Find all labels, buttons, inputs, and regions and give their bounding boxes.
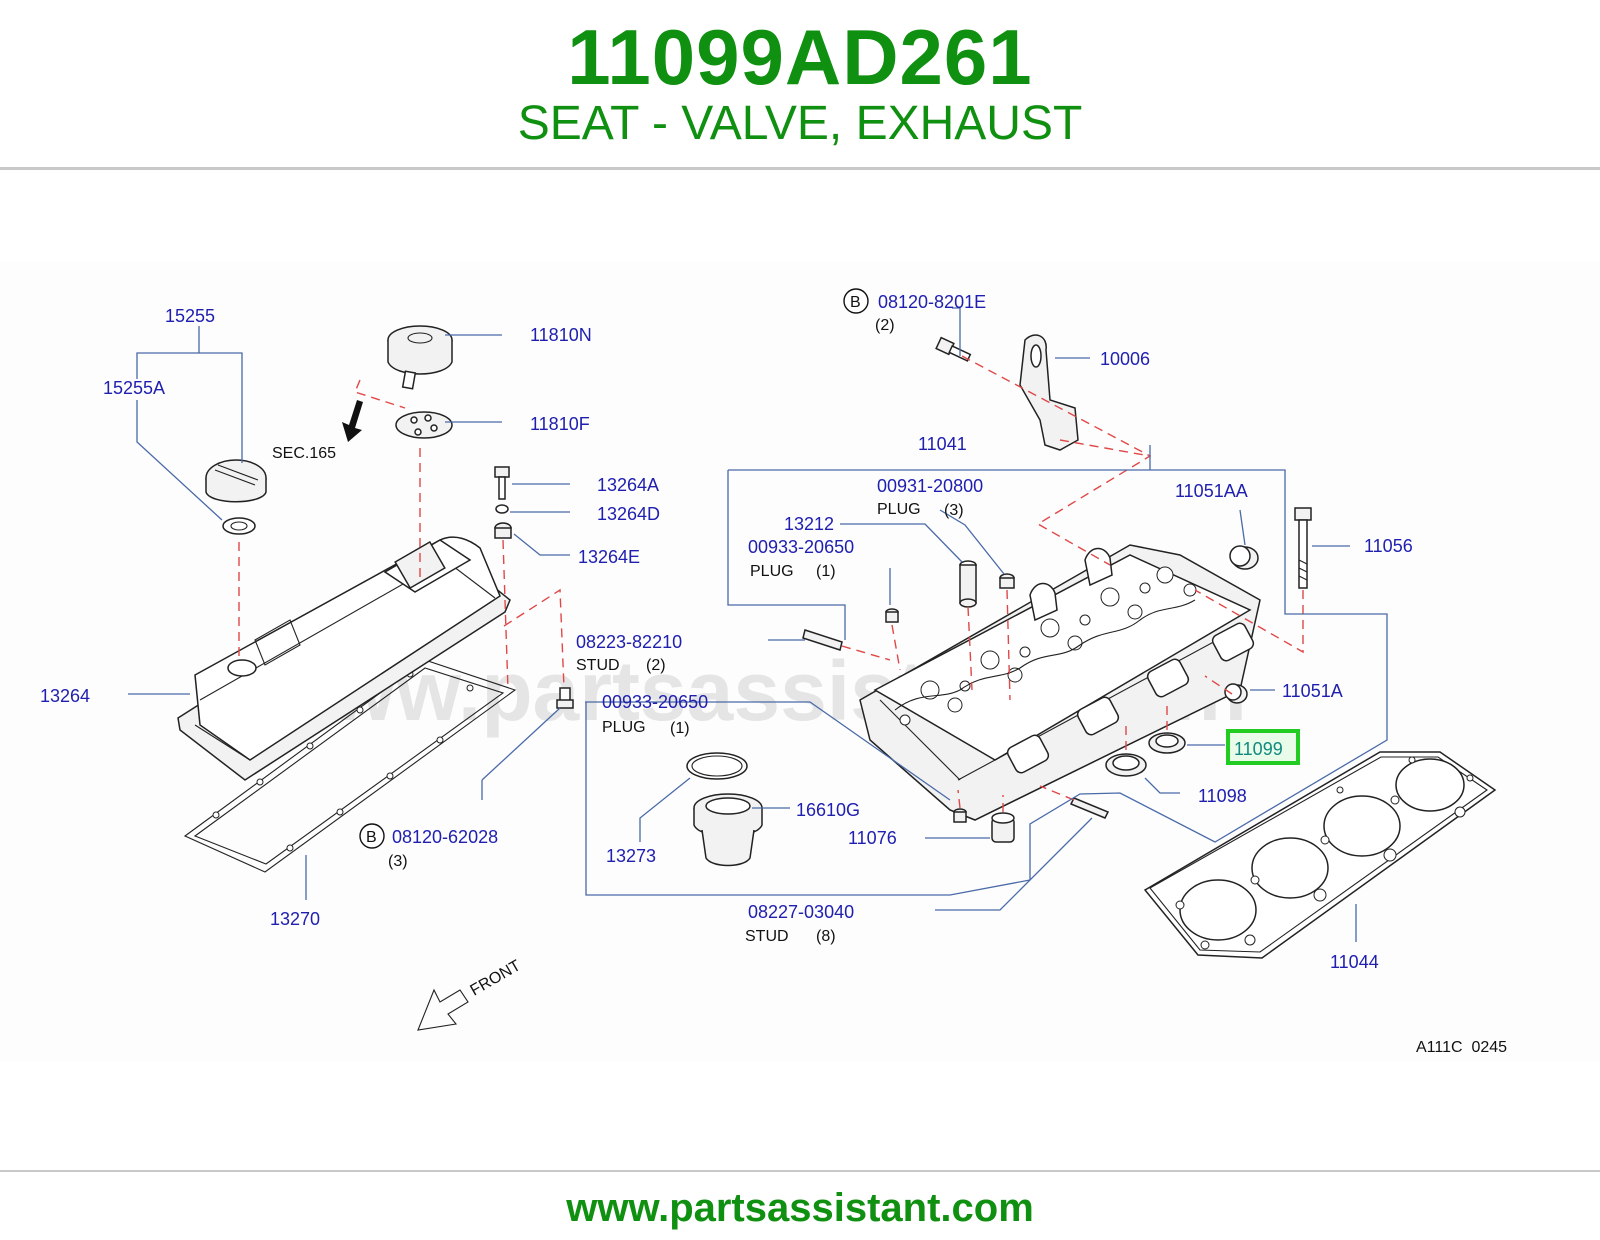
assembly-line: [502, 539, 509, 691]
assembly-line: [1006, 589, 1011, 701]
callout-08223-82210-qty: (2): [646, 657, 666, 674]
callout-13264D[interactable]: 13264D: [597, 504, 660, 524]
exhaust-ports: [1006, 622, 1255, 774]
intake-valve-seat[interactable]: [1105, 753, 1147, 777]
leader-lines: [128, 307, 1388, 942]
expansion-plug-small[interactable]: [1224, 683, 1248, 704]
expansion-plug-large[interactable]: [1229, 545, 1259, 570]
section-ref[interactable]: SEC.165: [272, 445, 336, 462]
front-direction-arrow-icon: [417, 988, 469, 1031]
assembly-line: [891, 624, 901, 671]
callout-08120-8201E-qty: (2): [875, 317, 895, 334]
highlight-box-11099: [1226, 729, 1300, 765]
callout-13273[interactable]: 13273: [606, 846, 656, 866]
rocker-cover[interactable]: [177, 536, 511, 781]
assembly-line: [503, 588, 565, 689]
rocker-cover-gasket[interactable]: [183, 659, 517, 873]
footer-divider: [0, 1170, 1600, 1172]
callout-08227-03040-name: STUD: [745, 928, 789, 945]
callout-16610G[interactable]: 16610G: [796, 800, 860, 820]
cover-stud[interactable]: [556, 687, 574, 709]
callout-11076[interactable]: 11076: [848, 828, 897, 848]
diagram-code: A111C 0245: [1416, 1039, 1507, 1056]
callout-00933-20650-bottom-qty: (1): [670, 720, 690, 737]
head-plug-large[interactable]: [999, 573, 1015, 589]
assembly-line: [1059, 439, 1151, 457]
assembly-line: [1194, 589, 1304, 654]
head-plug-small-bottom[interactable]: [953, 808, 967, 823]
callout-00933-20650-top-qty: (1): [816, 563, 836, 580]
header-divider: [0, 167, 1600, 170]
part-description: SEAT - VALVE, EXHAUST: [517, 97, 1083, 150]
callout-11051AA[interactable]: 11051AA: [1175, 481, 1248, 501]
callout-00931-20800[interactable]: 00931-20800: [877, 476, 983, 496]
callout-11044[interactable]: 11044: [1330, 952, 1379, 972]
exhaust-valve-seat[interactable]: [1148, 732, 1186, 754]
callout-00933-20650-top-name: PLUG: [750, 563, 794, 580]
head-bolt[interactable]: [1294, 507, 1312, 589]
filler-cap-gasket[interactable]: [222, 517, 256, 535]
footer-website-link[interactable]: www.partsassistant.com: [566, 1186, 1034, 1230]
cylinder-head-gasket[interactable]: [1143, 751, 1497, 959]
callout-15255[interactable]: 15255: [165, 306, 215, 326]
callout-08223-82210[interactable]: 08223-82210: [576, 632, 682, 652]
manifold-stud[interactable]: [1069, 797, 1110, 819]
nozzle-o-ring[interactable]: [686, 752, 748, 780]
callout-08120-8201E[interactable]: 08120-8201E: [878, 292, 986, 312]
assembly-line: [354, 379, 406, 409]
cover-bolt-washer[interactable]: [495, 504, 509, 514]
cover-bolt[interactable]: [494, 466, 510, 500]
callout-00931-20800-name: PLUG: [877, 501, 921, 518]
svg-text:B: B: [850, 294, 861, 311]
nozzle-sleeve[interactable]: [693, 793, 763, 867]
bolt-mark-badge: B: [359, 823, 385, 849]
callout-11810F[interactable]: 11810F: [530, 414, 590, 434]
head-plug-small-top[interactable]: [885, 608, 899, 623]
callout-13264[interactable]: 13264: [40, 686, 90, 706]
callout-11051A[interactable]: 11051A: [1282, 681, 1343, 701]
head-sleeve[interactable]: [959, 560, 977, 608]
oil-filler-cap[interactable]: [205, 459, 267, 503]
head-stud-left[interactable]: [802, 629, 843, 651]
callout-10006[interactable]: 10006: [1100, 349, 1150, 369]
callout-00933-20650-bottom[interactable]: 00933-20650: [602, 692, 708, 712]
callout-13264E[interactable]: 13264E: [578, 547, 640, 567]
callout-08120-62028[interactable]: 08120-62028: [392, 827, 498, 847]
callout-08227-03040[interactable]: 08227-03040: [748, 902, 854, 922]
callout-08227-03040-qty: (8): [816, 928, 836, 945]
cylinder-head[interactable]: [859, 544, 1261, 821]
cover-grommet[interactable]: [494, 522, 512, 539]
callout-11099[interactable]: 11099: [1234, 739, 1283, 759]
callout-08120-62028-qty: (3): [388, 853, 408, 870]
assembly-line: [957, 789, 961, 809]
bolt-mark-badge-top: B: [843, 288, 869, 314]
callout-00931-20800-qty: (3): [944, 502, 964, 519]
callout-11810N[interactable]: 11810N: [530, 325, 592, 345]
assembly-line: [841, 645, 891, 661]
callout-08223-82210-name: STUD: [576, 657, 620, 674]
callout-13270[interactable]: 13270: [270, 909, 320, 929]
section-ref-arrow-icon: [342, 400, 363, 442]
valve-stem-seal[interactable]: [991, 812, 1015, 843]
valve-holes: [899, 566, 1197, 726]
callout-00933-20650-top[interactable]: 00933-20650: [748, 537, 854, 557]
callout-13212[interactable]: 13212: [784, 514, 834, 534]
assembly-line: [1039, 785, 1075, 801]
pcv-baffle[interactable]: [395, 411, 453, 439]
callout-11041[interactable]: 11041: [918, 434, 967, 454]
part-number-title: 11099AD261: [567, 13, 1033, 101]
callout-11056[interactable]: 11056: [1364, 536, 1413, 556]
pcv-valve[interactable]: [387, 325, 453, 390]
callout-13264A[interactable]: 13264A: [597, 475, 659, 495]
svg-text:B: B: [366, 829, 377, 846]
callout-00933-20650-bottom-name: PLUG: [602, 719, 646, 736]
assembly-line: [1204, 675, 1233, 695]
callout-11098[interactable]: 11098: [1198, 786, 1247, 806]
assembly-line: [961, 355, 1152, 566]
callout-15255A[interactable]: 15255A: [103, 378, 165, 398]
